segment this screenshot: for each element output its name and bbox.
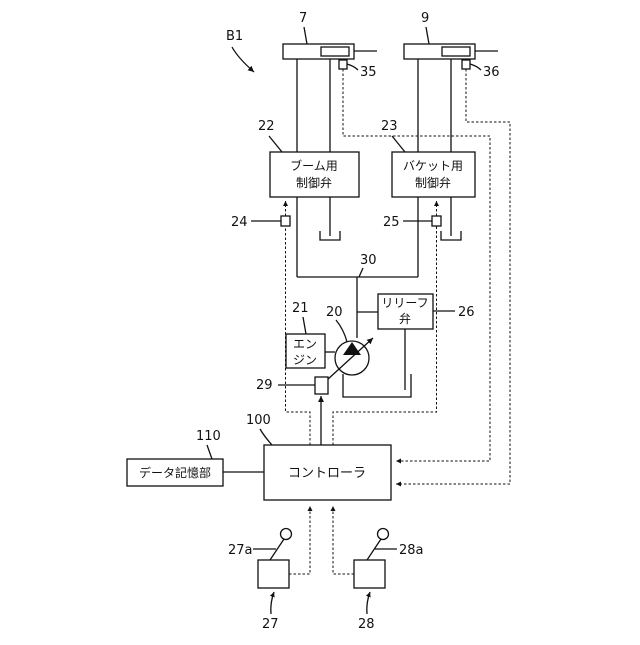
controller-label: コントローラ [288, 466, 366, 481]
figure-label-arrow [232, 47, 254, 72]
bucket-valve-label-2: 制御弁 [415, 175, 451, 190]
ref-lever2: 28 [358, 617, 375, 632]
bucket-valve-label-1: バケット用 [403, 159, 463, 173]
relief-valve-label-1: リリーフ [381, 296, 428, 310]
lever-unit-27 [258, 560, 289, 588]
dashed-lever27-signal [289, 506, 310, 574]
storage-label: データ記憶部 [139, 465, 211, 480]
engine-label-1: エン [293, 337, 317, 351]
leader-lever1 [271, 592, 274, 614]
ref-sensor-bucket: 36 [483, 65, 500, 80]
leader-bucket-cylinder [426, 27, 429, 44]
dashed-controller-pilot-bucket [333, 226, 437, 445]
leader-pump [336, 320, 347, 342]
leader-controller [260, 429, 272, 445]
boom-valve-label-1: ブーム用 [290, 158, 338, 173]
tank-bucket [441, 197, 461, 240]
leader-line [359, 268, 363, 277]
leader-sensor-bucket [470, 64, 481, 70]
leader-engine [303, 317, 306, 334]
ref-relief: 26 [458, 305, 475, 320]
lever-knob-28 [378, 529, 389, 540]
ref-boom-valve: 22 [258, 119, 275, 134]
ref-regulator: 29 [256, 378, 273, 393]
leader-sensor-boom [347, 64, 358, 70]
regulator-box [315, 377, 328, 394]
leader-lever2 [367, 592, 370, 614]
leader-bucket-valve [392, 136, 405, 152]
sensor-bucket [462, 60, 470, 69]
lever-unit-28 [354, 560, 385, 588]
lever-knob-27 [281, 529, 292, 540]
ref-lever2-stick: 28a [399, 543, 424, 558]
ref-storage: 110 [196, 429, 221, 444]
tank-boom [320, 197, 340, 240]
dashed-lever28-signal [333, 506, 354, 574]
ref-line: 30 [360, 253, 377, 268]
leader-storage [207, 445, 212, 459]
ref-boom-cylinder: 7 [299, 11, 307, 26]
ref-controller: 100 [246, 413, 271, 428]
boom-valve-label-2: 制御弁 [296, 175, 332, 190]
ref-bucket-valve: 23 [381, 119, 398, 134]
ref-lever1-stick: 27a [228, 543, 253, 558]
figure-label: B1 [226, 29, 243, 44]
leader-boom-valve [269, 136, 282, 152]
ref-pilot-bucket: 25 [383, 215, 400, 230]
pilot-valve-bucket [432, 216, 441, 226]
sensor-boom [339, 60, 347, 69]
pilot-valve-boom [281, 216, 290, 226]
tank-pump [343, 374, 411, 397]
ref-engine: 21 [292, 301, 309, 316]
leader-boom-cylinder [304, 27, 307, 44]
ref-pump: 20 [326, 305, 343, 320]
ref-bucket-cylinder: 9 [421, 11, 429, 26]
relief-valve-label-2: 弁 [399, 311, 411, 326]
engine-label-2: ジン [293, 353, 317, 367]
ref-pilot-boom: 24 [231, 215, 248, 230]
ref-lever1: 27 [262, 617, 279, 632]
ref-sensor-boom: 35 [360, 65, 377, 80]
